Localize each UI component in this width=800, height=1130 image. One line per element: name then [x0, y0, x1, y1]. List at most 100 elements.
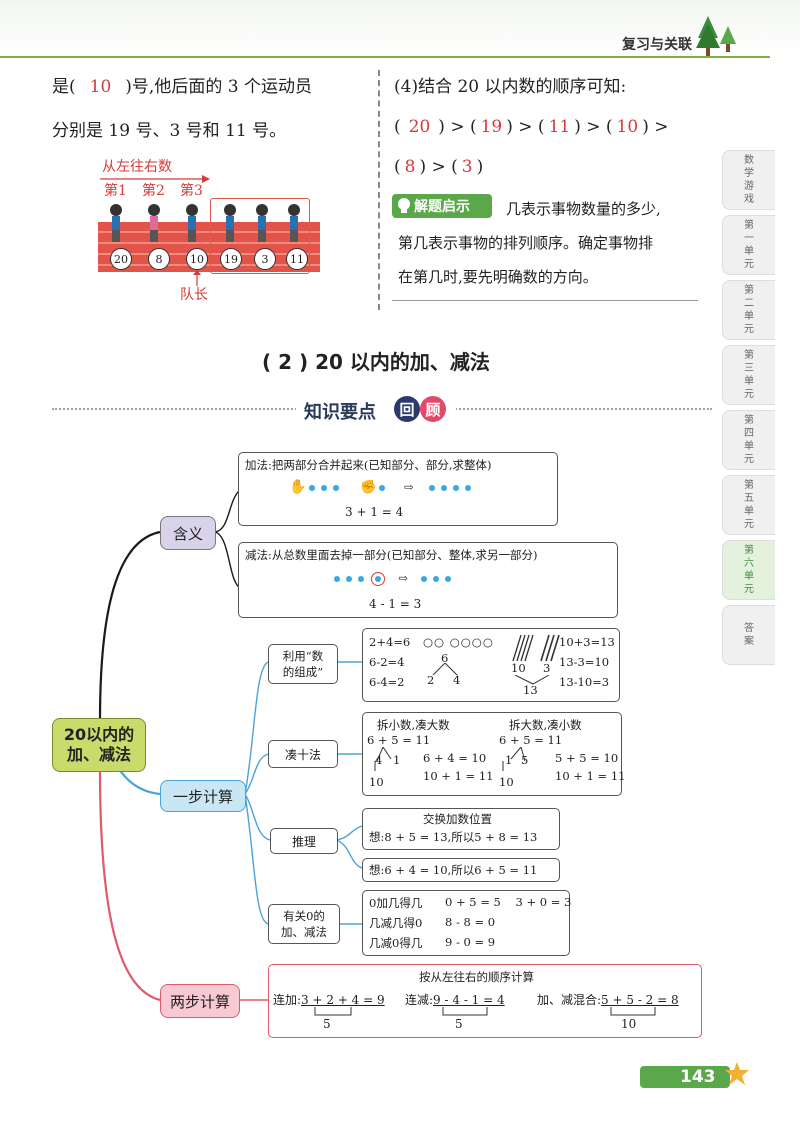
banner-icon-hui: 回: [394, 396, 420, 422]
tab-math-games[interactable]: 数学游戏: [722, 150, 775, 210]
addition-equation: 3 + 1 = 4: [345, 505, 404, 519]
step-eq: 10 + 1 = 11: [423, 769, 494, 783]
make-ten-right-eq: 6 + 5 = 11: [499, 733, 563, 747]
left-line-1: 是(10)号,他后面的 3 个运动员: [52, 77, 312, 97]
compose-eq: 13-10=3: [559, 675, 610, 689]
column-divider: [378, 70, 380, 310]
star-icon: [725, 1062, 749, 1085]
captain-arrow-icon: [193, 270, 201, 286]
page-number: 143: [680, 1067, 716, 1087]
lightbulb-icon: [398, 198, 410, 213]
tab-unit-3[interactable]: 第三单元: [722, 345, 775, 405]
split-num: 1: [505, 753, 513, 767]
compose-eq: 13-3=10: [559, 655, 610, 669]
tab-unit-6[interactable]: 第六单元: [722, 540, 775, 600]
two-step-box: 按从左往右的顺序计算 连加:3 + 2 + 4 = 9 5 连减:9 - 4 -…: [268, 964, 702, 1038]
addition-box: 加法:把两部分合并起来(已知部分、部分,求整体) ✋ ✊ ⇨ 3 + 1 = 4: [238, 452, 558, 526]
tip-line-3: 在第几时,要先明确数的方向。: [398, 268, 598, 286]
captain-label: 队长: [180, 287, 208, 303]
bib-number: 19: [220, 248, 242, 270]
step-eq: 5 + 5 = 10: [555, 751, 619, 765]
reasoning-node: 推理: [270, 828, 338, 854]
addition-title: 加法:把两部分合并起来(已知部分、部分,求整体): [245, 458, 492, 472]
bib-number: 20: [110, 248, 132, 270]
reasoning-box-2: 想:6 + 4 = 10,所以6 + 5 = 11: [362, 858, 560, 882]
compose-eq: 2+4=6: [369, 635, 411, 649]
bracket-icon: [314, 1007, 352, 1016]
make-ten-left-title: 拆小数,凑大数: [377, 718, 450, 732]
make-ten-left-eq: 6 + 5 = 11: [367, 733, 431, 747]
zero-rule: 几减0得几: [369, 936, 423, 950]
make-ten-box: 拆小数,凑大数 6 + 5 = 11 4 1 10 6 + 4 = 10 10 …: [362, 712, 625, 796]
sticks-bundle-icon: [512, 634, 560, 662]
order-line-2: (8) > (3): [394, 157, 484, 177]
meaning-node: 含义: [160, 516, 216, 550]
left-line-2: 分别是 19 号、3 号和 11 号。: [52, 121, 287, 141]
ten-label: 10: [499, 775, 514, 789]
page-header: [0, 0, 800, 58]
subtraction-equation: 4 - 1 = 3: [369, 597, 422, 611]
direction-label: 从左往右数: [102, 159, 172, 175]
running-track: [98, 222, 320, 272]
mixed-ops: 加、减混合:5 + 5 - 2 = 8: [537, 993, 679, 1007]
header-rule: [0, 56, 770, 58]
reasoning-title: 交换加数位置: [423, 812, 492, 826]
reasoning-line: 想:8 + 5 = 13,所以5 + 8 = 13: [369, 830, 538, 844]
ordinal-3: 第3: [180, 183, 203, 199]
make-ten-right-title: 拆大数,凑小数: [509, 718, 582, 732]
one-step-node: 一步计算: [160, 780, 246, 812]
mindmap-connectors: [98, 489, 363, 1002]
circles-icon: ○○ ○○○○: [423, 635, 494, 649]
tab-unit-5[interactable]: 第五单元: [722, 475, 775, 535]
header-title: 复习与关联: [622, 37, 692, 53]
tree-right: 4: [453, 673, 461, 687]
page-footer-badge: 143: [640, 1066, 730, 1088]
order-line-1: (20) > (19) > (11) > (10) >: [394, 117, 669, 137]
step-eq: 6 + 4 = 10: [423, 751, 487, 765]
zero-node: 有关0的加、减法: [268, 904, 340, 944]
subtraction-title: 减法:从总数里面去掉一部分(已知部分、整体,求另一部分): [245, 548, 538, 562]
tip-badge: 解题启示: [392, 194, 492, 218]
tree-left: 2: [427, 673, 435, 687]
two-step-node: 两步计算: [160, 984, 240, 1018]
bib-number: 8: [148, 248, 170, 270]
split-num: 5: [521, 753, 529, 767]
split-lines-icon: [502, 747, 526, 771]
tab-unit-2[interactable]: 第二单元: [722, 280, 775, 340]
bracket-icon: [610, 1007, 656, 1016]
zero-rule: 0加几得几: [369, 896, 423, 910]
runners-icon: [110, 204, 300, 242]
bundle-ten: 10: [511, 661, 526, 675]
ordinal-2: 第2: [142, 183, 165, 199]
compose-eq: 10+3=13: [559, 635, 615, 649]
runners-figure: 从左往右数 第1 第2 第3 20 8 10 19 3 11 队长: [96, 150, 326, 310]
compose-box: 2+4=6 6-2=4 6-4=2 ○○ ○○○○ 6 2 4 10 3 13 …: [362, 628, 620, 702]
banner: 知识要点 回 顾: [296, 396, 456, 426]
mindmap-root: 20以内的加、减法: [52, 718, 146, 772]
reasoning-line: 想:6 + 4 = 10,所以6 + 5 = 11: [369, 863, 538, 877]
zero-example: 0 + 5 = 5 3 + 0 = 3: [445, 895, 572, 909]
bib-number: 11: [286, 248, 308, 270]
two-step-title: 按从左往右的顺序计算: [419, 970, 534, 984]
tip-box: [392, 196, 698, 301]
zero-example: 9 - 0 = 9: [445, 935, 496, 949]
tab-unit-4[interactable]: 第四单元: [722, 410, 775, 470]
join-lines-icon: [514, 675, 550, 685]
split-num: 1: [393, 753, 401, 767]
partial-result: 5: [455, 1017, 463, 1031]
zero-rule: 几减几得0: [369, 916, 423, 930]
banner-icon-gu: 顾: [420, 396, 446, 422]
compose-eq: 6-2=4: [369, 655, 405, 669]
subtraction-box: 减法:从总数里面去掉一部分(已知部分、整体,求另一部分) ⇨ 4 - 1 = 3: [238, 542, 618, 618]
zero-example: 8 - 8 = 0: [445, 915, 496, 929]
bundle-three: 3: [543, 661, 551, 675]
tab-unit-1[interactable]: 第一单元: [722, 215, 775, 275]
partial-result: 5: [323, 1017, 331, 1031]
ordinal-1: 第1: [104, 183, 127, 199]
tree-icon: [696, 16, 736, 56]
tab-answers[interactable]: 答案: [722, 605, 775, 665]
zero-box: 0加几得几 几减几得0 几减0得几 0 + 5 = 5 3 + 0 = 3 8 …: [362, 890, 572, 956]
tree-top: 6: [441, 651, 449, 665]
direction-arrow-icon: [100, 175, 210, 183]
reasoning-box: 交换加数位置 想:8 + 5 = 13,所以5 + 8 = 13: [362, 808, 560, 850]
